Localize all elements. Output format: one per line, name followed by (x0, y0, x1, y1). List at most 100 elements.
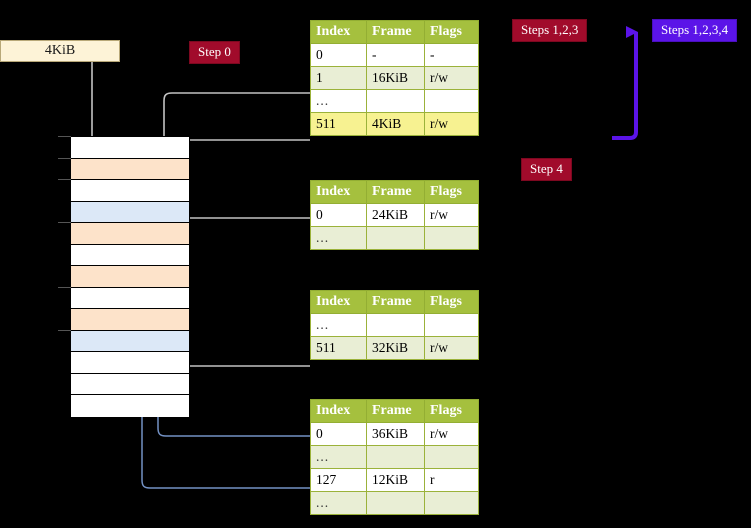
frame-4kib-box: 4KiB (0, 40, 120, 62)
cell-frame (366, 89, 425, 113)
badge-steps-123-label: Steps 1,2,3 (521, 22, 579, 37)
cell-flags: r (424, 468, 479, 492)
cell-frame (366, 313, 425, 337)
table-header-row: Index Frame Flags (310, 20, 479, 44)
cell-index: ... (310, 445, 367, 469)
cell-index: 0 (310, 422, 367, 446)
table-row: 0 - - (310, 43, 479, 67)
cell-flags (424, 445, 479, 469)
column-header-frame: Frame (366, 399, 425, 423)
cell-index: 127 (310, 468, 367, 492)
wire-steps-1234-bracket (612, 26, 638, 140)
memory-tick (58, 136, 71, 137)
cell-index: ... (310, 491, 367, 515)
table-row: 1 16KiB r/w (310, 66, 479, 90)
cell-index: 1 (310, 66, 367, 90)
cell-frame (366, 491, 425, 515)
wire-pd-32kib (172, 314, 310, 367)
cell-index: ... (310, 313, 367, 337)
memory-row (71, 330, 189, 352)
cell-frame (366, 445, 425, 469)
wire-pdpt-24kib (177, 217, 310, 260)
frame-4kib-label: 4KiB (44, 43, 76, 58)
memory-row (71, 266, 189, 288)
column-header-flags: Flags (424, 399, 479, 423)
memory-row (71, 244, 189, 266)
cell-flags: - (424, 43, 479, 67)
column-header-index: Index (310, 399, 367, 423)
memory-row (71, 180, 189, 202)
column-header-frame: Frame (366, 290, 425, 314)
column-header-frame: Frame (366, 20, 425, 44)
memory-row (71, 201, 189, 223)
cell-frame: 24KiB (366, 203, 425, 227)
memory-tick (58, 287, 71, 288)
column-header-flags: Flags (424, 180, 479, 204)
table-row: 127 12KiB r (310, 468, 479, 492)
badge-steps-1234: Steps 1,2,3,4 (652, 19, 738, 42)
wire-pml4-4kib (171, 139, 310, 194)
cell-frame (366, 226, 425, 250)
table-row: ... (310, 226, 479, 250)
cell-frame: - (366, 43, 425, 67)
table-row: 0 24KiB r/w (310, 203, 479, 227)
page-table-pt: Index Frame Flags 0 36KiB r/w ... 127 12… (310, 399, 479, 515)
cell-flags (424, 491, 479, 515)
memory-row (71, 158, 189, 180)
table-header-row: Index Frame Flags (310, 180, 479, 204)
memory-row (71, 137, 189, 159)
cell-frame: 32KiB (366, 336, 425, 360)
column-header-frame: Frame (366, 180, 425, 204)
cell-flags: r/w (424, 66, 479, 90)
physical-memory-grid (70, 136, 190, 417)
memory-row (71, 373, 189, 395)
memory-tick (58, 158, 71, 159)
cell-index: 511 (310, 112, 367, 136)
cell-flags: r/w (424, 336, 479, 360)
memory-row (71, 309, 189, 331)
badge-step-0-label: Step 0 (198, 44, 231, 59)
badge-steps-1234-label: Steps 1,2,3,4 (661, 22, 729, 37)
table-row: ... (310, 89, 479, 113)
badge-step-4-label: Step 4 (530, 161, 563, 176)
column-header-index: Index (310, 20, 367, 44)
table-row: 511 32KiB r/w (310, 336, 479, 360)
badge-step-0: Step 0 (189, 41, 240, 64)
page-table-pml4: Index Frame Flags 0 - - 1 16KiB r/w ... (310, 20, 479, 136)
cell-frame: 16KiB (366, 66, 425, 90)
cell-index: ... (310, 89, 367, 113)
cell-index: 511 (310, 336, 367, 360)
table-header-row: Index Frame Flags (310, 399, 479, 423)
cell-index: ... (310, 226, 367, 250)
table-header-row: Index Frame Flags (310, 290, 479, 314)
memory-row (71, 287, 189, 309)
table-row: ... (310, 491, 479, 515)
column-header-flags: Flags (424, 20, 479, 44)
memory-row (71, 352, 189, 374)
badge-step-4: Step 4 (521, 158, 572, 181)
cell-flags: r/w (424, 203, 479, 227)
cell-flags (424, 226, 479, 250)
cell-index: 0 (310, 43, 367, 67)
table-row: 0 36KiB r/w (310, 422, 479, 446)
cell-flags: r/w (424, 112, 479, 136)
page-table-pdpt: Index Frame Flags 0 24KiB r/w ... (310, 180, 479, 250)
column-header-flags: Flags (424, 290, 479, 314)
memory-tick (58, 222, 71, 223)
table-row: 511 4KiB r/w (310, 112, 479, 136)
cell-frame: 4KiB (366, 112, 425, 136)
memory-row (71, 223, 189, 245)
cell-index: 0 (310, 203, 367, 227)
cell-frame: 36KiB (366, 422, 425, 446)
table-row: ... (310, 445, 479, 469)
memory-tick (58, 179, 71, 180)
cell-flags (424, 313, 479, 337)
memory-row (71, 395, 189, 417)
page-table-pd: Index Frame Flags ... 511 32KiB r/w (310, 290, 479, 360)
column-header-index: Index (310, 290, 367, 314)
cell-frame: 12KiB (366, 468, 425, 492)
column-header-index: Index (310, 180, 367, 204)
memory-tick (58, 330, 71, 331)
cell-flags (424, 89, 479, 113)
